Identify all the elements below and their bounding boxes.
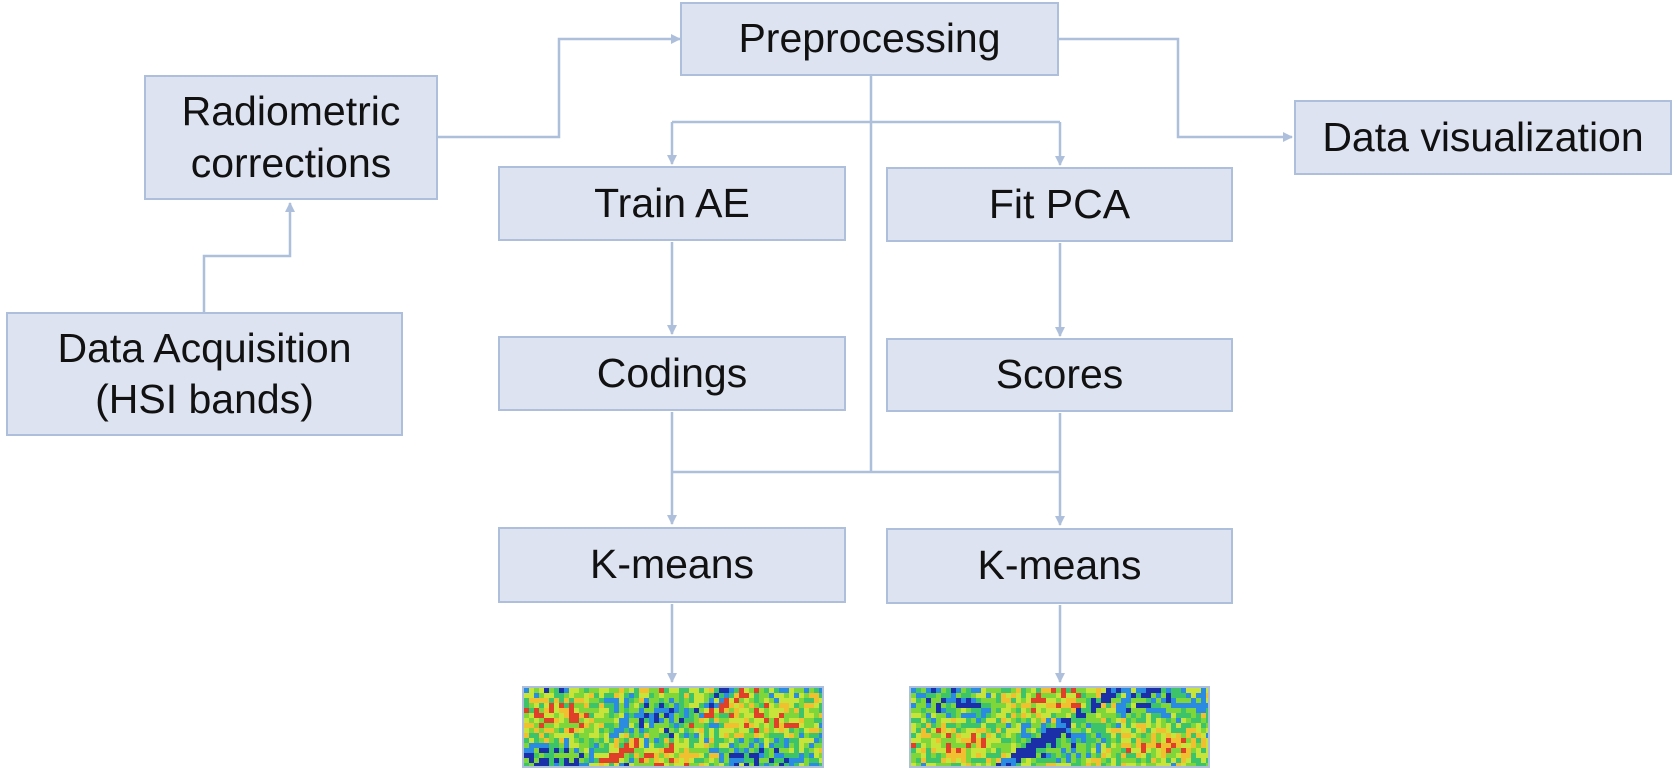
kmeans-left-box: K-means bbox=[498, 527, 846, 603]
preprocessing-label: Preprocessing bbox=[738, 15, 1001, 62]
clustering-map-ae-image bbox=[522, 686, 824, 768]
kmeans-left-label: K-means bbox=[589, 541, 755, 588]
codings-box: Codings bbox=[498, 336, 846, 411]
arrow-preprocessing-to-visualization bbox=[1059, 37, 1293, 142]
kmeans-right-box: K-means bbox=[886, 528, 1233, 604]
arrow-radiometric-to-preprocessing bbox=[438, 34, 681, 139]
radiometric-corrections-label: Radiometric corrections bbox=[181, 88, 401, 186]
arrow-acquisition-to-radiometric bbox=[202, 202, 295, 312]
codings-label: Codings bbox=[596, 349, 748, 396]
train-ae-box: Train AE bbox=[498, 166, 846, 241]
preprocessing-box: Preprocessing bbox=[680, 2, 1059, 76]
data-visualization-label: Data visualization bbox=[1322, 113, 1644, 160]
data-visualization-box: Data visualization bbox=[1294, 100, 1672, 175]
data-acquisition-box: Data Acquisition (HSI bands) bbox=[6, 312, 403, 436]
fit-pca-label: Fit PCA bbox=[988, 180, 1131, 227]
fit-pca-box: Fit PCA bbox=[886, 167, 1233, 242]
kmeans-right-label: K-means bbox=[977, 542, 1142, 589]
train-ae-label: Train AE bbox=[594, 179, 750, 226]
scores-label: Scores bbox=[995, 351, 1124, 398]
clustering-map-pca-image bbox=[909, 686, 1210, 768]
data-acquisition-label: Data Acquisition (HSI bands) bbox=[57, 324, 352, 422]
scores-box: Scores bbox=[886, 338, 1233, 412]
radiometric-corrections-box: Radiometric corrections bbox=[144, 75, 438, 200]
